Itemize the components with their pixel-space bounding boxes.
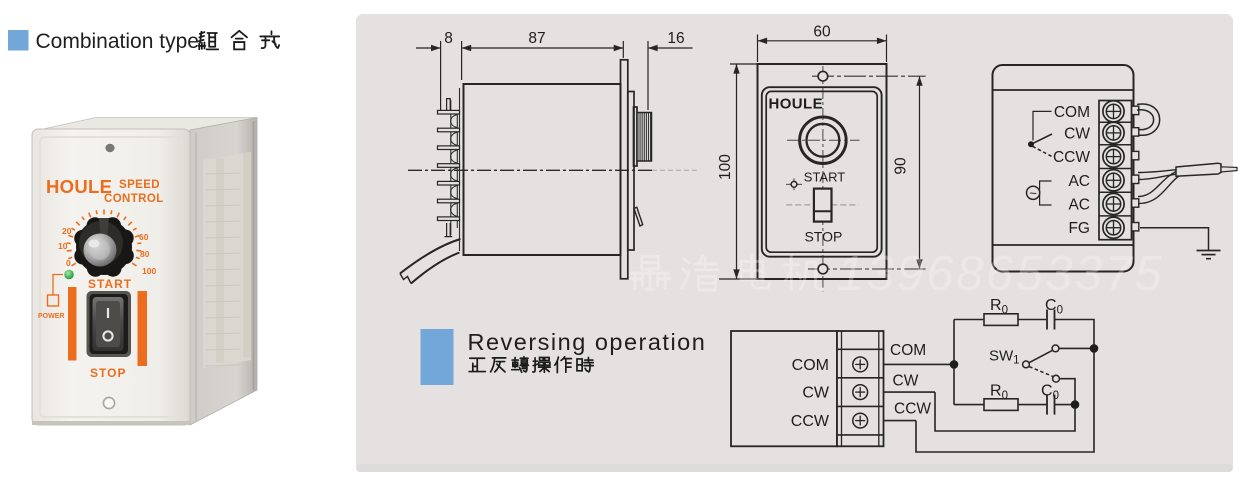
svg-text:CCW: CCW — [894, 401, 931, 418]
svg-text:10: 10 — [58, 241, 68, 251]
svg-text:START: START — [88, 277, 132, 291]
svg-text:80: 80 — [140, 249, 150, 259]
svg-text:60: 60 — [813, 24, 831, 41]
svg-text:8: 8 — [444, 30, 453, 47]
svg-text:COM: COM — [792, 357, 829, 374]
svg-text:SPEED: SPEED — [119, 179, 160, 191]
svg-text:SW1: SW1 — [989, 348, 1020, 367]
svg-text:POWER: POWER — [38, 313, 64, 320]
svg-text:AC: AC — [1068, 197, 1090, 214]
svg-text:100: 100 — [717, 154, 734, 180]
svg-text:CW: CW — [1064, 125, 1090, 142]
svg-text:87: 87 — [528, 30, 545, 47]
svg-text:Combination type: Combination type — [36, 30, 199, 53]
svg-text:~: ~ — [1029, 185, 1037, 200]
svg-text:HOULE: HOULE — [769, 96, 824, 113]
svg-text:COM: COM — [890, 342, 926, 359]
svg-text:AC: AC — [1068, 173, 1090, 190]
svg-text:60: 60 — [139, 232, 149, 242]
svg-text:100: 100 — [142, 266, 156, 276]
svg-text:COM: COM — [1054, 104, 1090, 121]
svg-text:HOULE: HOULE — [46, 176, 112, 197]
svg-text:20: 20 — [62, 226, 72, 236]
svg-text:CCW: CCW — [791, 413, 830, 430]
svg-text:0: 0 — [66, 258, 71, 268]
svg-text:START: START — [804, 170, 845, 185]
svg-text:STOP: STOP — [804, 229, 842, 245]
svg-text:90: 90 — [893, 157, 910, 175]
svg-text:13968653375: 13968653375 — [837, 247, 1164, 301]
svg-text:CONTROL: CONTROL — [104, 193, 164, 205]
svg-text:CW: CW — [893, 373, 919, 390]
svg-text:Reversing operation: Reversing operation — [468, 329, 707, 355]
svg-text:CW: CW — [802, 385, 830, 402]
svg-text:CCW: CCW — [1053, 149, 1090, 166]
svg-text:16: 16 — [667, 30, 684, 47]
svg-text:STOP: STOP — [90, 366, 126, 380]
svg-text:FG: FG — [1068, 220, 1090, 237]
